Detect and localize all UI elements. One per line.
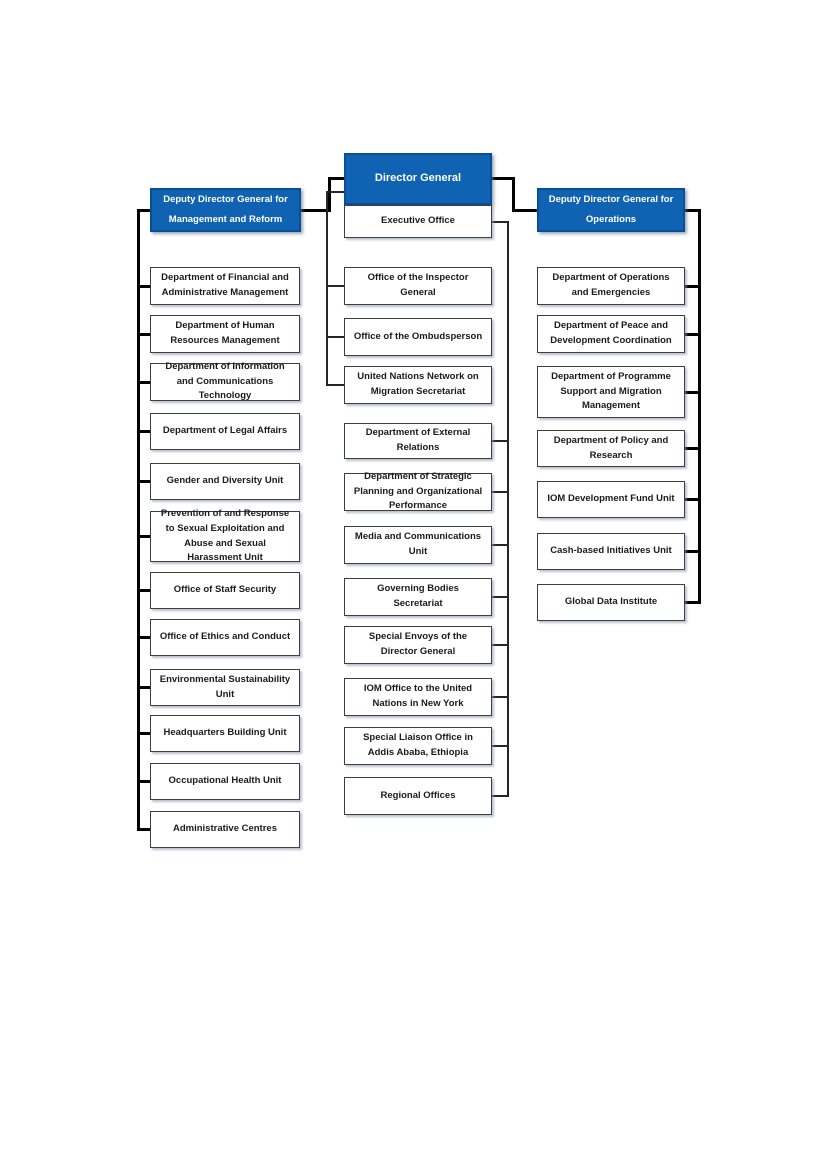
org-box-iom-development-fund: IOM Development Fund Unit	[537, 481, 685, 518]
executive-office-box: Executive Office	[344, 205, 492, 238]
org-box-media-communications: Media and Communications Unit	[344, 526, 492, 564]
connector-left-stub	[137, 535, 150, 538]
org-box-strategic-planning: Department of Strategic Planning and Org…	[344, 471, 492, 511]
connector-left-stub	[137, 333, 150, 336]
org-box-psea: Prevention of and Response to Sexual Exp…	[150, 508, 300, 563]
connector-center-left-stub	[326, 336, 344, 338]
org-box-administrative-centres: Administrative Centres	[150, 811, 300, 848]
connector-left-stub	[137, 732, 150, 735]
connector-center-right-stub	[492, 795, 509, 797]
connector-left-spine	[137, 209, 140, 831]
org-box-un-network-migration: United Nations Network on Migration Secr…	[344, 366, 492, 404]
org-box-special-envoys: Special Envoys of the Director General	[344, 626, 492, 664]
org-box-financial-admin: Department of Financial and Administrati…	[150, 267, 300, 305]
connector-center-left-stub	[326, 285, 344, 287]
connector-dg-left-to-deputy	[300, 209, 331, 212]
deputy-operations-box: Deputy Director General for Operations	[537, 188, 685, 232]
org-box-staff-security: Office of Staff Security	[150, 572, 300, 609]
connector-left-stub	[137, 381, 150, 384]
connector-left-stub	[137, 285, 150, 288]
connector-left-stub	[137, 430, 150, 433]
connector-center-left-h	[326, 191, 344, 193]
connector-left-stub	[137, 828, 150, 831]
connector-left-stub	[137, 780, 150, 783]
org-box-ombudsperson: Office of the Ombudsperson	[344, 318, 492, 356]
org-box-cash-based-initiatives: Cash-based Initiatives Unit	[537, 533, 685, 570]
director-general-box: Director General	[344, 153, 492, 205]
org-box-inspector-general: Office of the Inspector General	[344, 267, 492, 305]
org-box-ict: Department of Information and Communicat…	[150, 361, 300, 401]
connector-right-stub	[685, 498, 698, 501]
connector-center-right-stub	[492, 440, 509, 442]
org-box-headquarters-building: Headquarters Building Unit	[150, 715, 300, 752]
connector-center-right-stub	[492, 696, 509, 698]
connector-exec-right-h	[492, 221, 509, 223]
connector-center-right-stub	[492, 544, 509, 546]
deputy-management-reform-box: Deputy Director General for Management a…	[150, 188, 301, 232]
connector-right-spine	[698, 209, 701, 604]
connector-left-stub	[137, 686, 150, 689]
connector-right-stub	[685, 333, 698, 336]
connector-left-deputy-stub	[137, 209, 150, 212]
connector-center-right-stub	[492, 491, 509, 493]
org-box-legal-affairs: Department of Legal Affairs	[150, 413, 300, 450]
connector-right-stub	[685, 391, 698, 394]
connector-right-stub	[685, 601, 698, 604]
connector-center-right-stub	[492, 596, 509, 598]
connector-right-stub	[685, 550, 698, 553]
org-box-human-resources: Department of Human Resources Management	[150, 315, 300, 353]
org-box-environmental-sustainability: Environmental Sustainability Unit	[150, 669, 300, 706]
connector-left-stub	[137, 480, 150, 483]
connector-left-stub	[137, 636, 150, 639]
connector-left-stub	[137, 589, 150, 592]
org-box-iom-office-un-ny: IOM Office to the United Nations in New …	[344, 678, 492, 716]
connector-center-left-spine	[326, 191, 328, 386]
connector-dg-left-h	[328, 177, 345, 180]
org-box-regional-offices: Regional Offices	[344, 777, 492, 815]
connector-center-right-stub	[492, 745, 509, 747]
org-box-programme-support: Department of Programme Support and Migr…	[537, 366, 685, 418]
org-box-operations-emergencies: Department of Operations and Emergencies	[537, 267, 685, 305]
connector-right-deputy-stub	[685, 209, 701, 212]
org-box-peace-development: Department of Peace and Development Coor…	[537, 315, 685, 353]
org-box-external-relations: Department of External Relations	[344, 423, 492, 459]
org-box-policy-research: Department of Policy and Research	[537, 430, 685, 467]
org-box-global-data-institute: Global Data Institute	[537, 584, 685, 621]
connector-dg-right-h	[492, 177, 515, 180]
org-box-governing-bodies: Governing Bodies Secretariat	[344, 578, 492, 616]
org-box-gender-diversity: Gender and Diversity Unit	[150, 463, 300, 500]
connector-center-right-spine	[507, 221, 509, 797]
org-box-occupational-health: Occupational Health Unit	[150, 763, 300, 800]
org-box-special-liaison-addis: Special Liaison Office in Addis Ababa, E…	[344, 727, 492, 765]
connector-right-stub	[685, 447, 698, 450]
connector-right-stub	[685, 285, 698, 288]
connector-center-right-stub	[492, 644, 509, 646]
connector-center-left-stub	[326, 384, 344, 386]
connector-dg-left-v	[328, 177, 331, 212]
connector-dg-right-to-deputy	[512, 209, 538, 212]
org-box-ethics-conduct: Office of Ethics and Conduct	[150, 619, 300, 656]
connector-dg-right-v	[512, 177, 515, 212]
